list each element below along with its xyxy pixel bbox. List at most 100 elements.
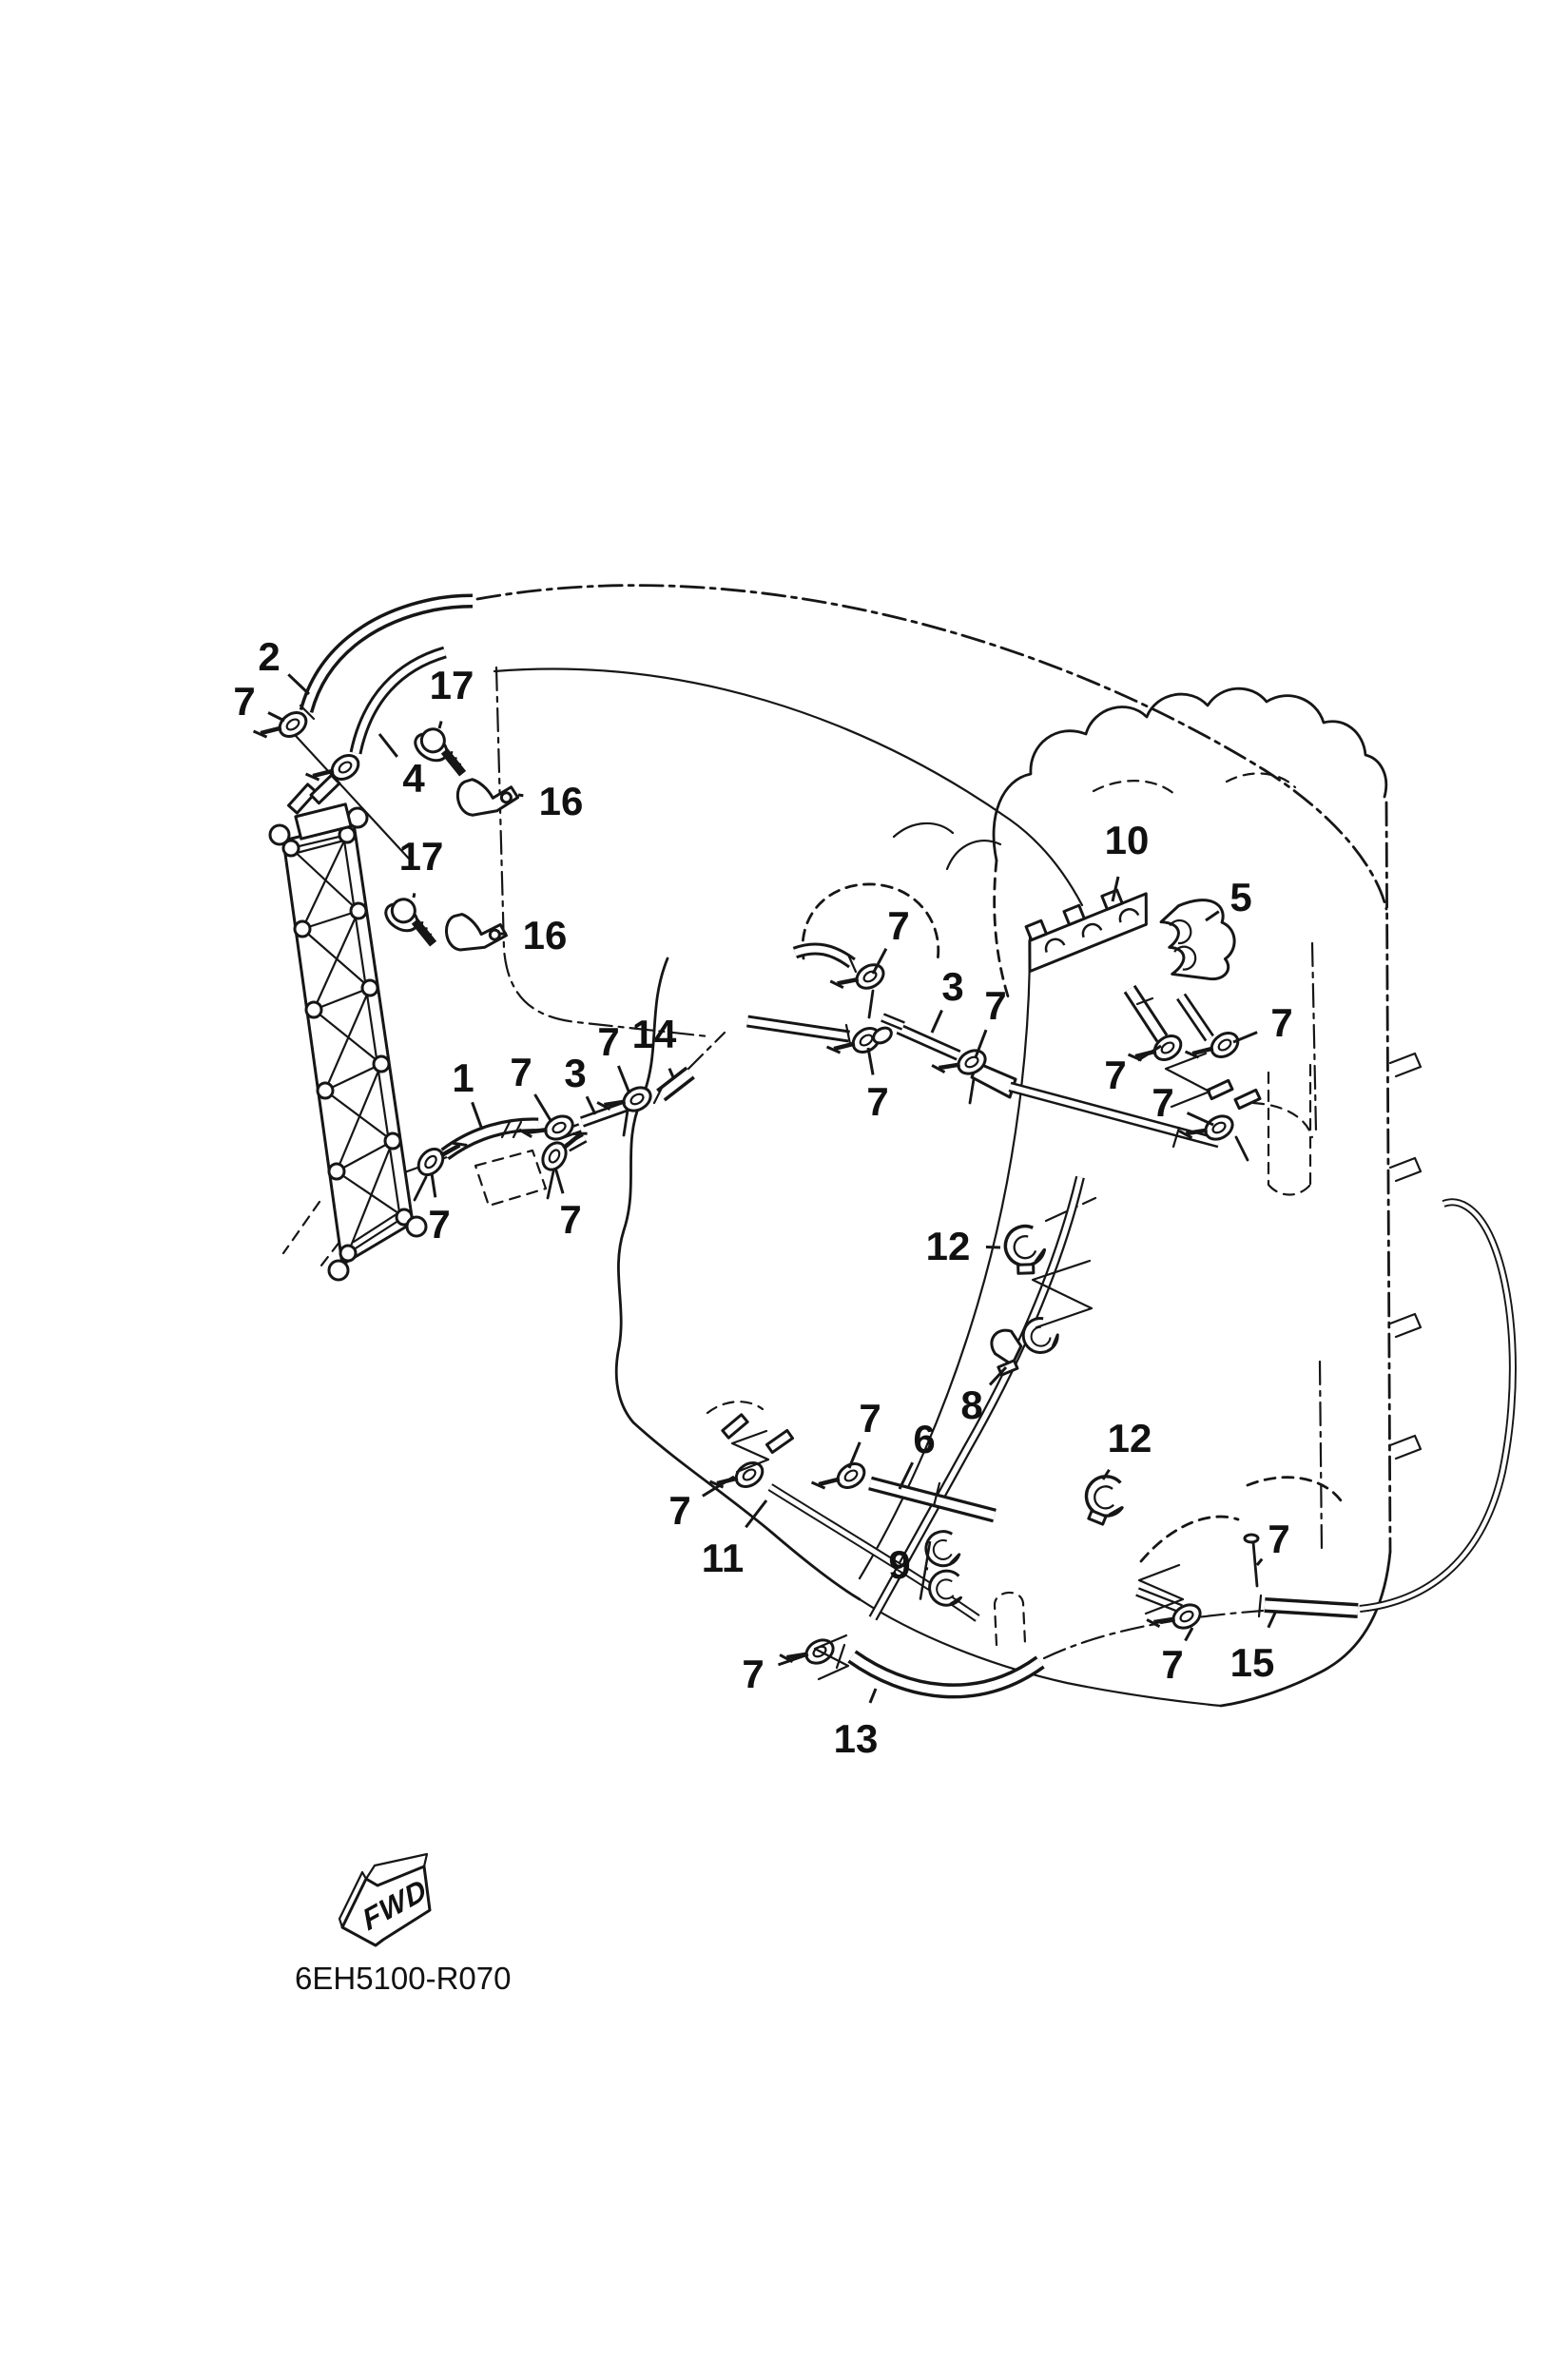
callout-leader-7 (430, 1172, 437, 1198)
hose-clamp-7-icon (812, 1454, 869, 1505)
callout-leader-7 (267, 711, 285, 723)
callout-leader-8 (988, 1365, 1008, 1386)
callout-2: 2 (258, 634, 280, 679)
gasket-top-fitting (294, 802, 353, 841)
callout-leader-7 (1186, 1112, 1214, 1127)
break-marks (730, 1052, 1211, 1681)
callout-12: 12 (926, 1224, 971, 1268)
callout-leader-7 (974, 1029, 988, 1058)
gasket-plate (268, 773, 428, 1282)
callout-7: 7 (559, 1197, 581, 1242)
callout-16: 16 (539, 779, 584, 823)
callout-leader-7 (617, 1065, 631, 1094)
callout-16: 16 (523, 913, 568, 957)
callout-leader-7 (533, 1093, 553, 1123)
hose-15-loop (1359, 1198, 1517, 1613)
callout-14: 14 (632, 1012, 677, 1056)
callout-7: 7 (233, 679, 255, 724)
callout-3: 3 (941, 964, 963, 1009)
callout-leader-13 (868, 1688, 878, 1704)
block-nipple (765, 1428, 795, 1455)
callout-leader-7 (702, 1475, 735, 1498)
callout-13: 13 (834, 1716, 879, 1761)
callout-leader-14 (668, 1068, 675, 1078)
hoses-and-pipes (299, 593, 1517, 1699)
dangling-screw-pins (413, 989, 1249, 1202)
hose-clamp-7-icon (414, 1128, 467, 1184)
callout-10: 10 (1105, 818, 1150, 862)
callout-leader-6 (898, 1461, 915, 1490)
callout-leader-7 (1232, 1031, 1258, 1044)
wire-bracket-10-icon (1012, 879, 1159, 974)
block-nipple (1233, 1088, 1262, 1111)
fwd-arrow: FWD (338, 1852, 432, 1947)
gasket-nipple (309, 773, 341, 805)
clip-12-icon (1081, 1473, 1128, 1528)
callout-leader-17 (412, 893, 416, 899)
washer (872, 1026, 893, 1045)
callout-leader-3 (585, 1095, 597, 1115)
callout-7: 7 (742, 1652, 764, 1696)
callout-leader-7 (553, 1167, 565, 1194)
callout-7: 7 (1161, 1642, 1183, 1687)
callout-leader-16 (517, 793, 524, 798)
gasket-nipple (287, 783, 318, 815)
callout-12: 12 (1108, 1416, 1152, 1460)
fwd-arrow-top-edge (364, 1852, 429, 1881)
callout-leader-2 (287, 673, 311, 696)
callout-15: 15 (1230, 1640, 1275, 1685)
callout-leader-5 (1205, 910, 1220, 922)
gasket-holes (268, 806, 428, 1282)
block-nipple (1206, 1078, 1234, 1101)
callout-7: 7 (1104, 1053, 1126, 1097)
callout-7: 7 (510, 1050, 532, 1094)
fwd-arrow-side-edge (338, 1870, 368, 1929)
block-nipple (721, 1413, 749, 1440)
hardware (254, 703, 1260, 1679)
callout-leader-17 (437, 721, 443, 729)
clamp-16-icon (443, 908, 510, 953)
callout-leader-11 (745, 1499, 768, 1529)
callout-7: 7 (1270, 1000, 1292, 1045)
hose-clamp-7-icon (1186, 1023, 1243, 1074)
fwd-arrow-face (340, 1865, 432, 1947)
callout-leader-10 (1111, 876, 1120, 902)
callout-leader-7 (866, 1047, 875, 1075)
callout-leader-1 (471, 1101, 484, 1131)
callout-17: 17 (399, 834, 444, 879)
tube-band-ticks (299, 704, 1263, 1670)
callout-leader-7 (777, 1653, 809, 1667)
callout-7: 7 (597, 1019, 619, 1064)
callout-3: 3 (564, 1051, 586, 1095)
callout-17: 17 (430, 663, 474, 707)
callout-9: 9 (888, 1542, 910, 1587)
callout-7: 7 (984, 983, 1006, 1028)
bolt-17-icon (381, 893, 446, 949)
callout-1: 1 (452, 1055, 474, 1100)
callout-4: 4 (402, 756, 425, 801)
callout-11: 11 (702, 1536, 744, 1580)
hose-clamp-7-icon (710, 1453, 767, 1504)
callout-7: 7 (428, 1202, 450, 1247)
callout-7: 7 (866, 1079, 888, 1124)
callout-leader-7 (1255, 1557, 1264, 1566)
pin-screw (1243, 1533, 1260, 1588)
callout-leader-4 (377, 733, 398, 758)
clamp-16-icon (454, 770, 521, 819)
callout-leader-12 (1101, 1468, 1111, 1480)
callout-7: 7 (1268, 1517, 1289, 1561)
callout-5: 5 (1229, 875, 1251, 919)
callout-leader-7 (1136, 1044, 1162, 1062)
callout-leader-7 (1184, 1627, 1194, 1642)
callout-leader-15 (1267, 1610, 1278, 1629)
engine-outlines (268, 584, 1423, 1708)
hose-clamp-7-icon (827, 1018, 884, 1070)
hose-clamp-7-icon (780, 1630, 837, 1679)
callout-7: 7 (887, 903, 909, 948)
callout-leader-3 (930, 1009, 943, 1034)
clip-12-icon (1002, 1223, 1049, 1278)
callout-6: 6 (913, 1417, 935, 1461)
